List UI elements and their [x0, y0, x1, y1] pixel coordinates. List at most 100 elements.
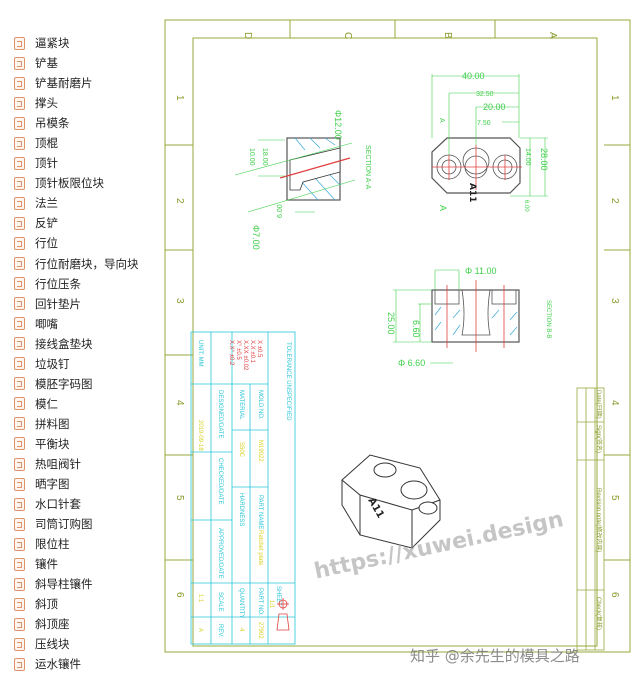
- document-icon: [14, 657, 25, 671]
- file-item[interactable]: 撑头: [8, 93, 158, 113]
- file-item[interactable]: 行位: [8, 233, 158, 253]
- document-icon: [14, 537, 25, 551]
- document-icon: [14, 437, 25, 451]
- document-icon: [14, 156, 25, 170]
- file-item[interactable]: 模胚字码图: [8, 374, 158, 394]
- document-icon: [14, 397, 25, 411]
- isometric-view: A11: [341, 454, 441, 549]
- file-name: 行位耐磨块，导向块: [35, 256, 139, 271]
- dim-text: Φ 6.60: [398, 358, 425, 368]
- file-item[interactable]: 行位耐磨块，导向块: [8, 254, 158, 274]
- document-icon: [14, 36, 25, 50]
- dim-text: Φ12.00: [333, 110, 343, 140]
- file-item[interactable]: 斜顶座: [8, 614, 158, 634]
- outer-frame: [164, 19, 631, 653]
- file-item[interactable]: 法兰: [8, 193, 158, 213]
- rev-value: A: [197, 628, 203, 632]
- tolerance-header: TOLERANCE UNSPECIFIED: [285, 342, 291, 421]
- approved-label: APPROVED/DATE: [217, 528, 223, 579]
- document-icon: [14, 617, 25, 631]
- top-view: A11 40.00 32.50 20.00 7.50 14.00 28.00 6…: [431, 71, 549, 212]
- file-name: 模胚字码图: [35, 376, 93, 391]
- zone-letter: C: [342, 32, 353, 39]
- file-item[interactable]: 斜导柱镶件: [8, 574, 158, 594]
- file-item[interactable]: 水口针套: [8, 494, 158, 514]
- file-name: 行位压条: [35, 276, 81, 291]
- revision-header: Sign(签名): [595, 425, 603, 453]
- file-item[interactable]: 顶针板限位块: [8, 173, 158, 193]
- document-icon: [14, 417, 25, 431]
- dim-text: 14.00: [524, 148, 531, 166]
- tolerance-row: X.X° ±0.2: [228, 340, 234, 366]
- document-icon: [14, 257, 25, 271]
- dim-text: 7.50: [477, 120, 491, 127]
- file-name: 平衡块: [35, 436, 70, 451]
- file-item[interactable]: 吊模条: [8, 113, 158, 133]
- file-item[interactable]: 模仁: [8, 394, 158, 414]
- file-name: 镶件: [35, 557, 58, 572]
- file-item[interactable]: 斜顶: [8, 594, 158, 614]
- zone-number: 6: [609, 592, 620, 598]
- zone-letter: A: [547, 32, 558, 39]
- rev-label: REV.: [217, 624, 223, 638]
- file-item[interactable]: 镶件: [8, 554, 158, 574]
- file-name: 回针垫片: [35, 296, 81, 311]
- file-item[interactable]: 顶棍: [8, 133, 158, 153]
- file-name: 行位: [35, 236, 58, 251]
- zone-number: 4: [174, 400, 185, 406]
- document-icon: [14, 136, 25, 150]
- file-item[interactable]: 热咀阀针: [8, 454, 158, 474]
- file-item[interactable]: 行位压条: [8, 274, 158, 294]
- file-name: 晒字图: [35, 477, 70, 492]
- file-item[interactable]: 逼紧块: [8, 33, 158, 53]
- file-item[interactable]: 平衡块: [8, 434, 158, 454]
- part-name-value: Ratchet plate: [257, 530, 263, 566]
- file-item[interactable]: 晒字图: [8, 474, 158, 494]
- document-icon: [14, 96, 25, 110]
- document-icon: [14, 297, 25, 311]
- file-name: 唧嘴: [35, 316, 58, 331]
- file-item[interactable]: 司筒订购图: [8, 514, 158, 534]
- file-list: 逼紧块铲基铲基耐磨片撑头吊模条顶棍顶针顶针板限位块法兰反铲行位行位耐磨块，导向块…: [8, 33, 158, 675]
- file-name: 斜顶座: [35, 617, 70, 632]
- sheet-label: SHEET: [275, 586, 281, 606]
- file-item[interactable]: 铲基耐磨片: [8, 73, 158, 93]
- file-item[interactable]: 运水镶件: [8, 654, 158, 674]
- zone-number: 3: [174, 298, 185, 304]
- file-item[interactable]: 压线块: [8, 634, 158, 654]
- file-item[interactable]: 反铲: [8, 213, 158, 233]
- file-name: 铲基耐磨片: [35, 76, 93, 91]
- file-name: 吊模条: [35, 116, 70, 131]
- file-item[interactable]: 唧嘴: [8, 314, 158, 334]
- file-item[interactable]: 顶针: [8, 153, 158, 173]
- unit-label: UNIT: MM: [197, 340, 203, 367]
- file-item[interactable]: 限位柱: [8, 534, 158, 554]
- revision-header: Revision note(修改内容): [595, 488, 603, 552]
- dim-text: 18.00: [261, 148, 268, 166]
- file-item[interactable]: 回针垫片: [8, 294, 158, 314]
- file-item[interactable]: 接线盒垫块: [8, 334, 158, 354]
- document-icon: [14, 557, 25, 571]
- file-name: 顶针板限位块: [35, 176, 104, 191]
- file-name: 限位柱: [35, 537, 70, 552]
- file-item[interactable]: 垃圾钉: [8, 354, 158, 374]
- document-icon: [14, 277, 25, 291]
- section-mark: A: [438, 118, 445, 123]
- file-item[interactable]: 拼料图: [8, 414, 158, 434]
- document-icon: [14, 76, 25, 90]
- file-name: 斜顶: [35, 597, 58, 612]
- document-icon: [14, 457, 25, 471]
- dim-text: 6.60: [411, 320, 421, 338]
- document-icon: [14, 637, 25, 651]
- designed-value: 2019-09-18: [197, 420, 203, 451]
- file-name: 模仁: [35, 396, 58, 411]
- document-icon: [14, 597, 25, 611]
- revision-block: Date(日期) Sign(签名) Revision note(修改内容) Ch…: [576, 387, 605, 651]
- file-item[interactable]: 铲基: [8, 53, 158, 73]
- part-no-label: PART NO.: [257, 588, 263, 616]
- projection-symbol-icon: [276, 598, 290, 631]
- dim-text: 10.00: [248, 148, 255, 166]
- document-icon: [14, 477, 25, 491]
- dim-text: 28.00: [539, 148, 549, 171]
